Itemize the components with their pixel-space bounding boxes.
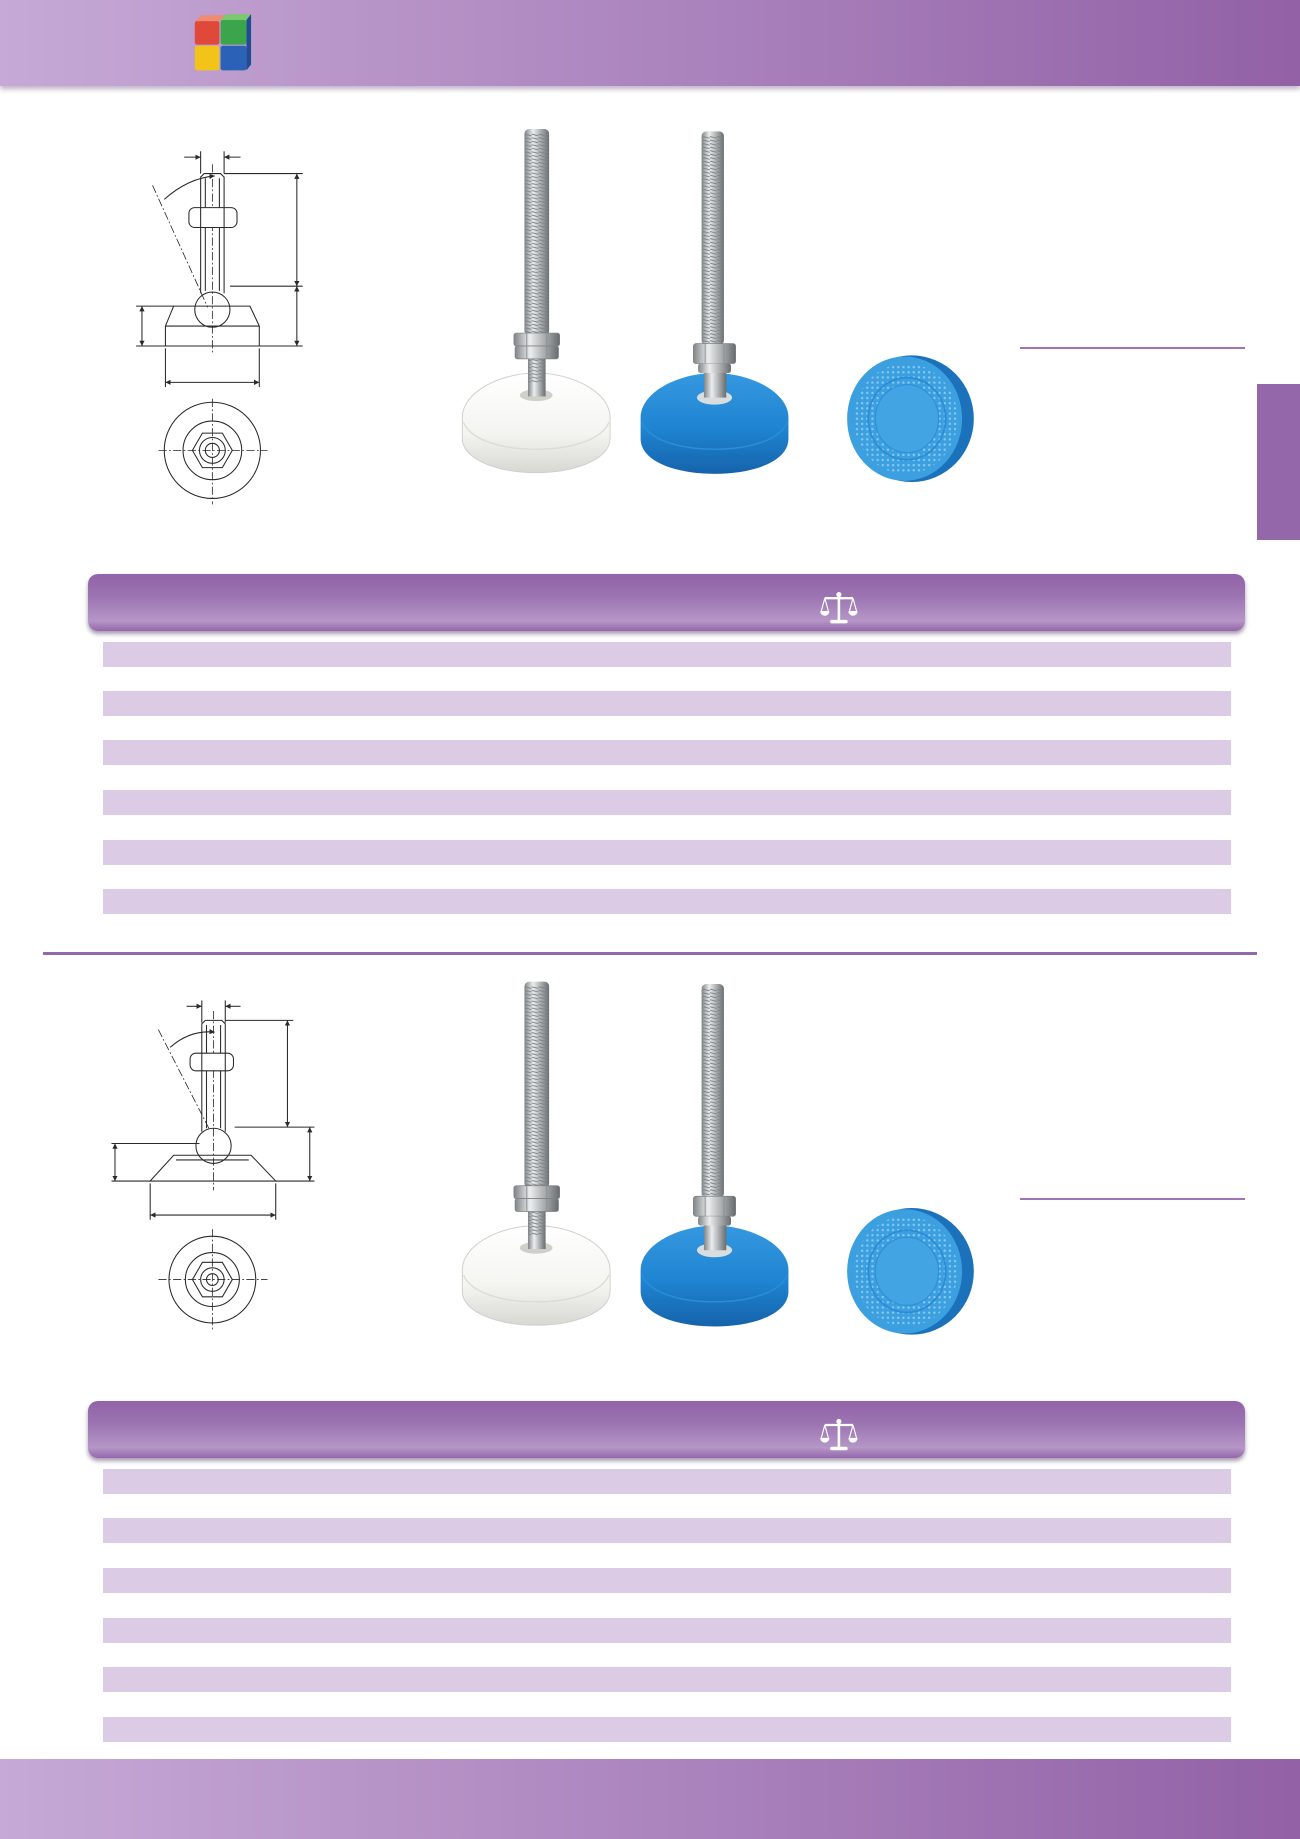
side-index-tab — [1257, 384, 1300, 540]
section-divider — [43, 952, 1257, 955]
table-row — [103, 642, 1231, 667]
blue-leveling-foot-image — [639, 130, 790, 475]
table-row — [103, 1667, 1231, 1692]
textured-pad-image — [846, 354, 975, 483]
textured-pad-image — [846, 1207, 975, 1336]
technical-drawing-side-view — [111, 1000, 315, 1220]
table-header — [88, 1401, 1245, 1458]
technical-drawing-bottom-view — [158, 1229, 268, 1332]
table-row — [103, 1469, 1231, 1494]
white-leveling-foot-image — [461, 128, 611, 474]
table-row — [103, 1618, 1231, 1643]
footer-bar — [0, 1759, 1300, 1839]
white-leveling-foot-image — [461, 980, 611, 1327]
table-row — [103, 889, 1231, 914]
table-row — [103, 740, 1231, 765]
table-row — [103, 790, 1231, 815]
table-row — [103, 1568, 1231, 1593]
blue-leveling-foot-image — [639, 983, 790, 1328]
table-row — [103, 691, 1231, 716]
product-rule-line — [1020, 347, 1245, 349]
technical-drawing-side-view — [136, 151, 303, 388]
product-rule-line — [1020, 1198, 1245, 1200]
table-row — [103, 1518, 1231, 1543]
table-row — [103, 1717, 1231, 1742]
table-header — [88, 574, 1245, 631]
technical-drawing-bottom-view — [158, 398, 268, 505]
header-bar — [0, 0, 1300, 86]
table-row — [103, 840, 1231, 865]
